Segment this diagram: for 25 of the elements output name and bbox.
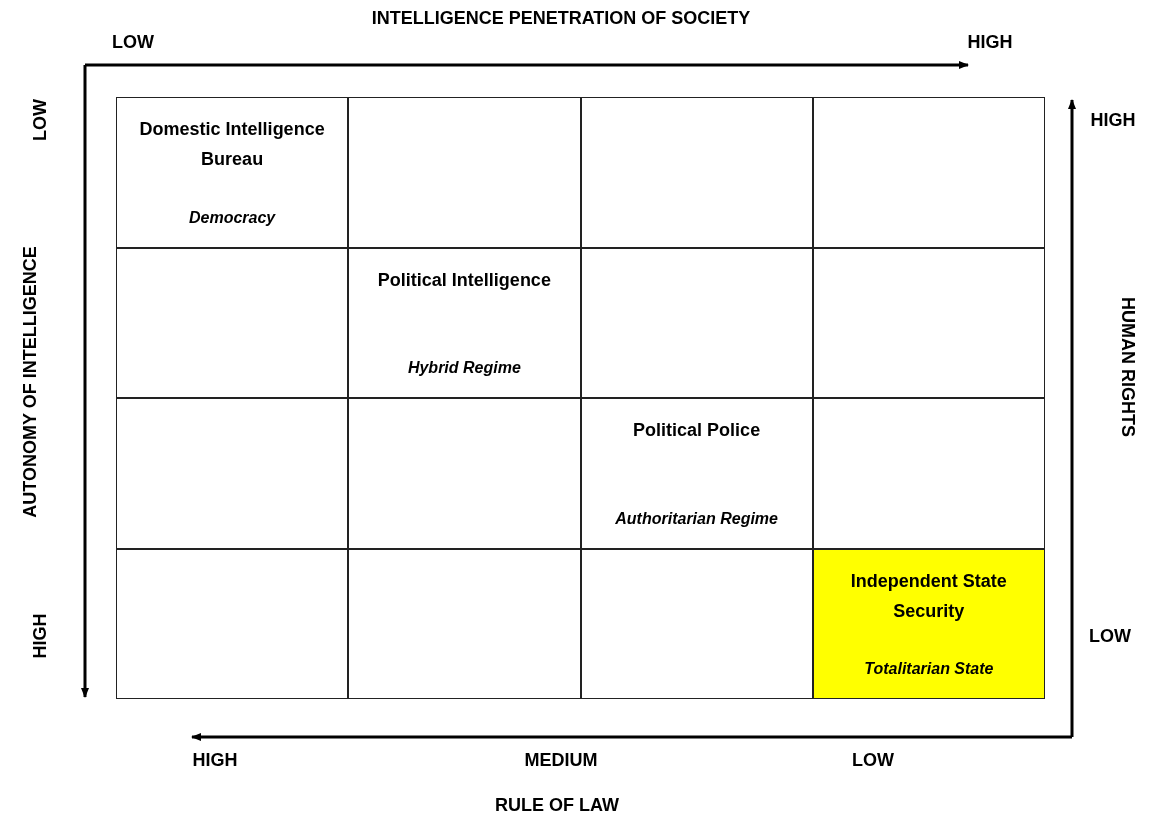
grid-cell xyxy=(116,97,349,248)
axis-title: HUMAN RIGHTS xyxy=(1117,297,1139,437)
axis-tick-label: HIGH xyxy=(967,31,1013,53)
axis-title: RULE OF LAW xyxy=(495,794,619,816)
cell-subtitle: Authoritarian Regime xyxy=(614,508,779,529)
grid-cell xyxy=(348,247,581,398)
axis-title: AUTONOMY OF INTELLIGENCE xyxy=(19,246,41,518)
axis-title: INTELLIGENCE PENETRATION OF SOCIETY xyxy=(371,7,751,29)
cell-subtitle: Totalitarian State xyxy=(863,659,995,679)
axis-tick-label: LOW xyxy=(112,31,154,53)
axis-tick-label: HIGH xyxy=(192,749,238,771)
cell-heading: Independent State Security xyxy=(849,569,1008,623)
axis-tick-label: LOW xyxy=(852,749,894,771)
cell-subtitle: Democracy xyxy=(188,207,277,228)
grid-cell xyxy=(580,398,813,549)
axis-tick-label: MEDIUM xyxy=(524,749,598,771)
axis-tick-label: LOW xyxy=(29,99,51,141)
axis-tick-label: LOW xyxy=(1089,625,1131,647)
cell-heading: Political Police xyxy=(632,419,762,442)
cell-subtitle: Hybrid Regime xyxy=(406,358,522,378)
grid-cell xyxy=(812,548,1045,699)
axis-tick-label: HIGH xyxy=(1090,109,1136,131)
axis-tick-label: HIGH xyxy=(29,613,51,659)
cell-heading: Political Intelligence xyxy=(376,268,552,292)
cell-heading: Domestic Intelligence Bureau xyxy=(139,118,326,171)
